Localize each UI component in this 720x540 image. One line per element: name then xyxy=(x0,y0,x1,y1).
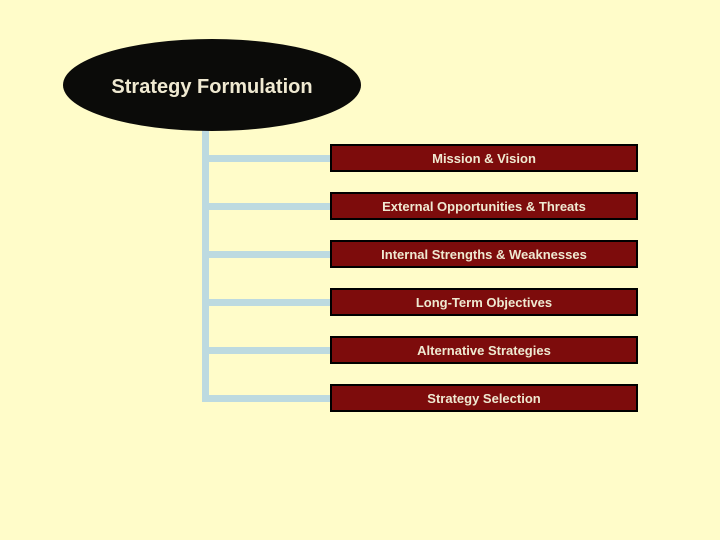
box-label: Mission & Vision xyxy=(432,150,536,166)
connector-branch-external-opportunities xyxy=(202,203,333,210)
box-label: External Opportunities & Threats xyxy=(382,198,586,214)
box-internal-strengths-weaknesses: Internal Strengths & Weaknesses xyxy=(330,240,638,268)
connector-vertical-line xyxy=(202,122,209,402)
box-alternative-strategies: Alternative Strategies xyxy=(330,336,638,364)
connector-branch-internal-strengths xyxy=(202,251,333,258)
strategy-formulation-ellipse: Strategy Formulation xyxy=(63,39,361,131)
connector-branch-strategy-selection xyxy=(202,395,333,402)
connector-branch-long-term-objectives xyxy=(202,299,333,306)
slide-title: Strategy Formulation xyxy=(111,76,313,98)
connector-branch-mission-vision xyxy=(202,155,333,162)
box-mission-vision: Mission & Vision xyxy=(330,144,638,172)
box-strategy-selection: Strategy Selection xyxy=(330,384,638,412)
box-label: Internal Strengths & Weaknesses xyxy=(381,246,587,262)
box-label: Long-Term Objectives xyxy=(415,294,553,310)
box-label: Strategy Selection xyxy=(427,390,541,406)
box-external-opportunities-threats: External Opportunities & Threats xyxy=(330,192,638,220)
connector-branch-alternative-strategies xyxy=(202,347,333,354)
box-label: Alternative Strategies xyxy=(417,342,551,358)
box-long-term-objectives: Long-Term Objectives xyxy=(330,288,638,316)
